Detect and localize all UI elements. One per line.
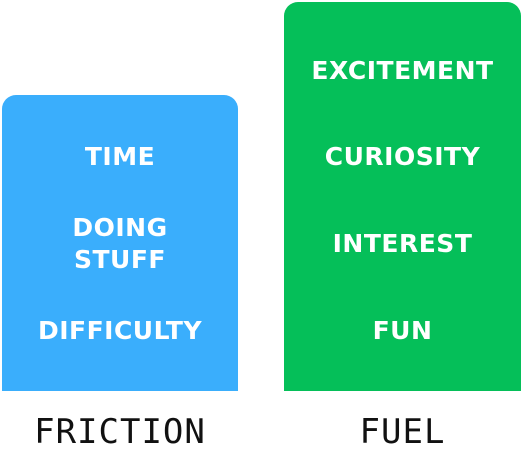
friction-item-difficulty: DIFFICULTY [37, 316, 203, 345]
fuel-item-curiosity: CURIOSITY [324, 142, 481, 171]
friction-bar: TIME DOING STUFF DIFFICULTY [2, 95, 238, 391]
fuel-item-excitement: EXCITEMENT [311, 56, 494, 85]
fuel-label: FUEL [359, 412, 446, 452]
fuel-bar: EXCITEMENT CURIOSITY INTEREST FUN [284, 2, 521, 391]
fuel-item-interest: INTEREST [332, 229, 473, 258]
fuel-item-fun: FUN [372, 316, 433, 345]
friction-item-doing-stuff: DOING STUFF [72, 213, 168, 274]
friction-label: FRICTION [34, 412, 206, 452]
friction-item-time: TIME [84, 142, 156, 171]
